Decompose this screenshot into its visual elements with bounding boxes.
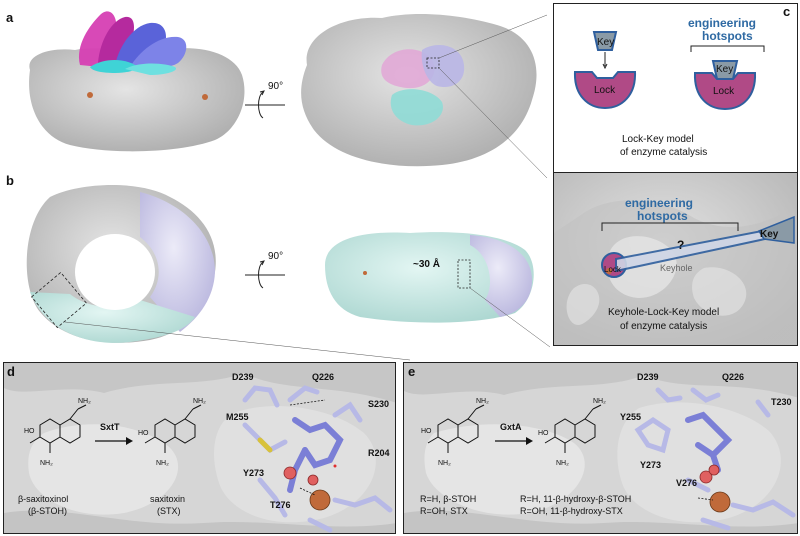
residue-t230-e: T230 (771, 397, 792, 407)
hotspots-label-2-line1: engineering (625, 196, 694, 210)
e-sub-ho: HO (421, 428, 432, 435)
panel-b-top-view (26, 184, 411, 361)
d-product-name-line1: saxitoxin (150, 494, 186, 504)
model1-line1: Lock-Key model (622, 134, 694, 145)
residue-t276-d: T276 (270, 500, 291, 510)
hotspots-label-1-line2: hotspots (702, 29, 753, 43)
e-substrate-structure (427, 404, 485, 453)
stx-nh2-top: NH₂ (193, 398, 206, 405)
stoh-nh2-top: NH₂ (78, 398, 91, 405)
e-enzyme-label: GxtA (500, 422, 522, 432)
residue-q226-e: Q226 (722, 372, 745, 382)
residue-y273-e: Y273 (640, 460, 662, 470)
beta-stoh-structure (29, 404, 87, 453)
residue-y273-d: Y273 (243, 468, 265, 478)
rotation-label-b: 90° (268, 251, 284, 262)
hotspots-label-2-line2: hotspots (637, 209, 688, 223)
e-product-line1: R=H, 11-β-hydroxy-β-STOH (520, 494, 632, 504)
residue-q226-d: Q226 (312, 372, 335, 382)
d-substrate-name-line1: β-saxitoxinol (18, 494, 69, 504)
e-active-site-sticks (634, 387, 796, 531)
keyhole-lock-key-diagram (554, 173, 797, 345)
panel-label-e: e (408, 364, 416, 379)
d-product-name-line2: (STX) (157, 506, 181, 516)
e-sub-nh2-top: NH₂ (476, 398, 489, 405)
e-reaction-arrow (495, 437, 533, 445)
panel-d-frame (3, 362, 396, 534)
e-product-structure (544, 404, 602, 453)
stx-nh2-bottom: NH₂ (156, 460, 169, 467)
d-substrate-name-line2: (β-STOH) (28, 506, 68, 516)
e-prod-nh2-top: NH₂ (593, 398, 606, 405)
residue-y255-e: Y255 (620, 412, 642, 422)
panel-label-d: d (7, 364, 15, 379)
panel-a-top-view (301, 14, 548, 179)
lock-label-1: Lock (594, 85, 616, 96)
residue-r204-d: R204 (368, 448, 390, 458)
residue-s230-d: S230 (368, 399, 390, 409)
lock-key-diagram-1 (573, 31, 637, 110)
e-substrate-line1: R=H, β-STOH (420, 494, 477, 504)
stx-chem-ho: HO (138, 430, 149, 437)
stoh-nh2-bottom: NH₂ (40, 460, 53, 467)
key-label-3: Key (760, 229, 779, 240)
residue-m255-d: M255 (226, 412, 249, 422)
panel-b-side-view (325, 232, 551, 348)
residue-d239-e: D239 (637, 372, 659, 382)
d-reaction-arrow (95, 437, 133, 445)
key-label-1: Key (597, 37, 615, 48)
residue-d239-d: D239 (232, 372, 254, 382)
stx-structure (144, 404, 202, 453)
e-product-line2: R=OH, 11-β-hydroxy-STX (520, 506, 623, 516)
e-substrate-line2: R=OH, STX (420, 506, 468, 516)
e-prod-nh2-bottom: NH₂ (556, 460, 569, 467)
panel-label-a: a (6, 10, 14, 25)
rotation-arrow-a (245, 90, 285, 119)
hotspots-bracket-1 (690, 45, 765, 52)
lock-key-diagram-2 (693, 60, 757, 111)
lock-label-2: Lock (713, 86, 735, 97)
distance-label: ~30 Å (413, 259, 440, 270)
panel-c-frame (553, 3, 798, 346)
d-active-site-sticks (242, 385, 393, 533)
panel-c-divider (553, 172, 798, 173)
question-mark: ? (677, 238, 685, 252)
residue-v276-e: V276 (676, 478, 698, 488)
rotation-arrow-b (245, 260, 285, 289)
model2-line2: of enzyme catalysis (620, 321, 708, 332)
key-label-2: Key (716, 64, 734, 75)
rotation-label-a: 90° (268, 81, 284, 92)
e-prod-ho: HO (538, 430, 549, 437)
hotspots-label-1-line1: engineering (688, 16, 757, 30)
model2-line1: Keyhole-Lock-Key model (608, 307, 720, 318)
model1-line2: of enzyme catalysis (620, 147, 708, 158)
keyhole-label: Keyhole (660, 263, 693, 273)
stoh-chem-text: HO (24, 428, 35, 435)
panel-a-side-view (29, 11, 245, 152)
panel-label-b: b (6, 173, 14, 188)
e-sub-nh2-bottom: NH₂ (438, 460, 451, 467)
panel-label-c: c (783, 4, 791, 19)
d-enzyme-label: SxtT (100, 422, 120, 432)
lock-label-3: Lock (604, 265, 621, 274)
